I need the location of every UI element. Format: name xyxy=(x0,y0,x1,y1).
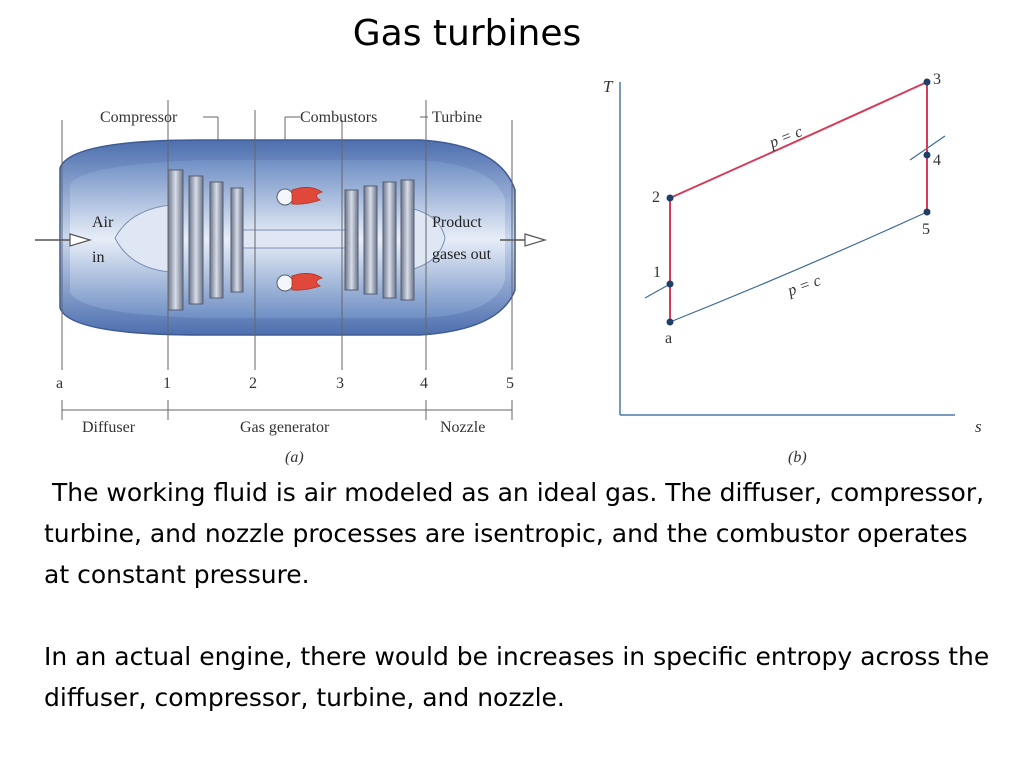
compressor-blades xyxy=(167,169,244,311)
combustors-label: Combustors xyxy=(300,109,377,126)
turbine-blade xyxy=(363,185,378,295)
compressor-blade xyxy=(188,175,204,305)
station-label: 5 xyxy=(506,375,514,392)
station-label: a xyxy=(56,375,63,392)
diffuser-label: Diffuser xyxy=(82,419,136,436)
turbine-blade xyxy=(382,181,397,299)
gas-generator-label: Gas generator xyxy=(240,419,330,436)
body-paragraph: In an actual engine, there would be incr… xyxy=(44,642,990,712)
station-label: 4 xyxy=(420,375,428,392)
body-paragraph: The working fluid is air modeled as an i… xyxy=(44,478,993,589)
compressor-label: Compressor xyxy=(100,109,178,126)
air-in-label: in xyxy=(92,249,104,266)
combustor-flame-icon xyxy=(276,187,323,206)
station-label: 3 xyxy=(336,375,344,392)
station-label: 2 xyxy=(249,375,257,392)
slide-body: The working fluid is air modeled as an i… xyxy=(44,472,994,718)
turbine-label: Turbine xyxy=(432,109,482,126)
engine-shaft xyxy=(239,229,351,249)
nozzle-label: Nozzle xyxy=(440,419,485,436)
turbine-blade xyxy=(400,179,415,301)
turbine-blades xyxy=(344,179,415,301)
combustor-flame-icon xyxy=(276,273,323,292)
slide-title: Gas turbines xyxy=(352,13,582,54)
turbine-blade xyxy=(344,189,359,291)
product-gases-label: gases out xyxy=(432,246,492,263)
compressor-blade xyxy=(167,169,184,311)
air-in-label: Air xyxy=(92,214,114,231)
product-gases-label: Product xyxy=(432,214,482,231)
compressor-blade xyxy=(209,181,224,299)
station-label: 1 xyxy=(163,375,171,392)
figure-a-caption: (a) xyxy=(285,449,304,466)
compressor-blade xyxy=(230,187,244,293)
